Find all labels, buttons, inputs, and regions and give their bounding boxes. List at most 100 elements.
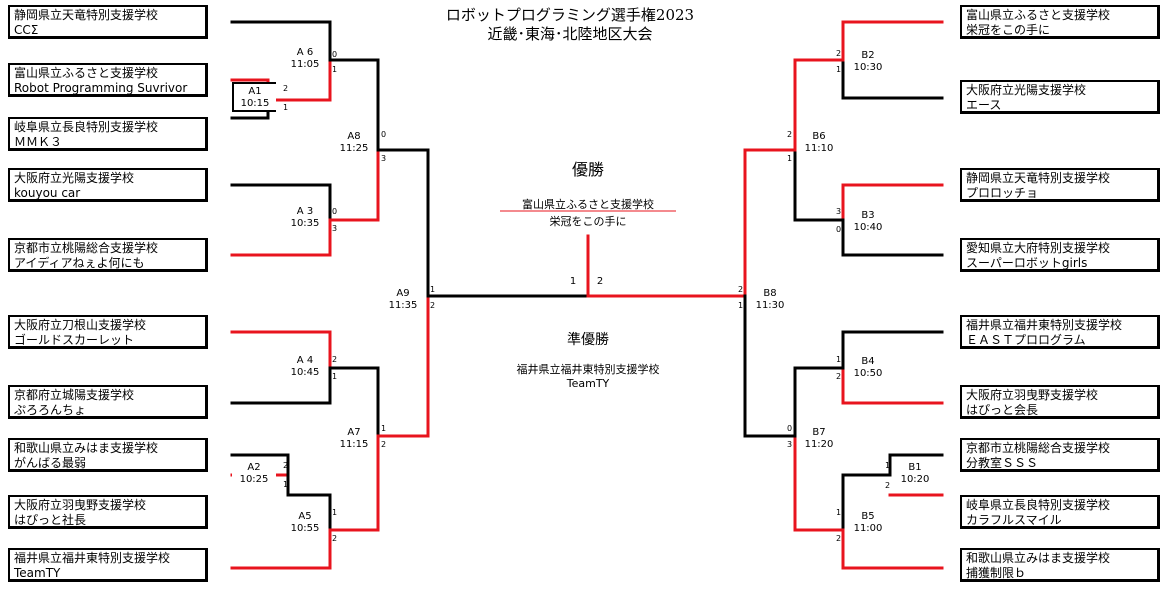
match-name: B6 bbox=[812, 131, 826, 142]
score-a6-1: 0 bbox=[332, 50, 338, 59]
score-a4-1: 2 bbox=[332, 355, 338, 364]
match-time: 11:05 bbox=[290, 59, 320, 70]
match-time: 11:25 bbox=[339, 143, 369, 154]
team-name: ＭＭＫ３ bbox=[14, 135, 63, 149]
team-box: 大阪府立光陽支援学校エース bbox=[960, 80, 1160, 114]
score-a7-2: 2 bbox=[381, 440, 387, 449]
team-name: プロロッチョ bbox=[966, 186, 1039, 200]
title-line2: 近畿･東海･北陸地区大会 bbox=[487, 25, 653, 43]
school-name: 大阪府立光陽支援学校 bbox=[966, 83, 1087, 97]
school-name: 岐阜県立長良特別支援学校 bbox=[966, 498, 1111, 512]
match-time: 11:30 bbox=[755, 300, 785, 311]
score-a1-1: 2 bbox=[283, 84, 289, 93]
winner-school: 富山県立ふるさと支援学校 bbox=[522, 198, 654, 211]
school-name: 大阪府立刀根山支援学校 bbox=[14, 318, 147, 332]
school-name: 和歌山県立みはま支援学校 bbox=[14, 441, 159, 455]
match-time: 10:35 bbox=[290, 218, 320, 229]
school-name: 富山県立ふるさと支援学校 bbox=[966, 8, 1111, 22]
team-box: 大阪府立羽曳野支援学校はぴっと社長 bbox=[8, 495, 208, 529]
school-name: 静岡県立天竜特別支援学校 bbox=[966, 171, 1111, 185]
score-b6-2: 1 bbox=[787, 154, 793, 163]
match-name: A2 bbox=[247, 462, 261, 473]
match-name: A7 bbox=[347, 427, 361, 438]
bracket-line-a3-top bbox=[230, 183, 332, 222]
school-name: 富山県立ふるさと支援学校 bbox=[14, 66, 159, 80]
score-a2-2: 1 bbox=[283, 480, 289, 489]
school-name: 京都市立桃陽総合支援学校 bbox=[14, 241, 159, 255]
score-a3-1: 0 bbox=[332, 207, 338, 216]
page-title: ロボットプログラミング選手権2023 近畿･東海･北陸地区大会 bbox=[380, 6, 760, 44]
score-b3-1: 3 bbox=[836, 207, 842, 216]
score-a5-1: 1 bbox=[332, 508, 338, 517]
bracket-line-a3-bottom bbox=[230, 218, 332, 257]
school-name: 京都府立城陽支援学校 bbox=[14, 388, 135, 402]
school-name: 大阪府立羽曳野支援学校 bbox=[14, 498, 147, 512]
bracket-line-a8-top bbox=[328, 58, 380, 152]
match-time: 10:30 bbox=[853, 62, 883, 73]
score-a2-1: 2 bbox=[283, 461, 289, 470]
bracket-line-b3-bottom bbox=[841, 218, 944, 257]
match-name: A1 bbox=[248, 86, 262, 97]
team-box: 大阪府立羽曳野支援学校はぴっと会長 bbox=[960, 385, 1160, 419]
score-b2-2: 1 bbox=[836, 65, 842, 74]
final-score-right: 2 bbox=[596, 276, 604, 287]
runner-up-team: TeamTY bbox=[566, 377, 610, 390]
team-name: ＥＡＳＴプロログラム bbox=[966, 333, 1086, 347]
team-box: 和歌山県立みはま支援学校がんばる最弱 bbox=[8, 438, 208, 472]
team-name: カラフルスマイル bbox=[966, 513, 1062, 527]
bracket-line-b7-bottom bbox=[793, 434, 845, 532]
team-name: ぷろろんちょ bbox=[14, 403, 87, 417]
school-name: 静岡県立天竜特別支援学校 bbox=[14, 8, 159, 22]
runner-up-school: 福井県立福井東特別支援学校 bbox=[516, 363, 660, 376]
bracket-line-b4-top bbox=[841, 330, 944, 370]
team-name: エース bbox=[966, 98, 1002, 112]
school-name: 京都市立桃陽総合支援学校 bbox=[966, 441, 1111, 455]
team-name: Robot Programming Suvrivor bbox=[14, 81, 188, 95]
match-name: B5 bbox=[861, 511, 875, 522]
team-name: 捕獲制限ｂ bbox=[966, 566, 1027, 580]
school-name: 福井県立福井東特別支援学校 bbox=[14, 551, 171, 565]
team-name: 分教室ＳＳＳ bbox=[966, 456, 1039, 470]
score-b6-1: 2 bbox=[787, 130, 793, 139]
final-score-left: 1 bbox=[569, 276, 577, 287]
school-name: 大阪府立光陽支援学校 bbox=[14, 171, 135, 185]
score-a9-2: 2 bbox=[430, 301, 436, 310]
score-b7-1: 0 bbox=[787, 424, 793, 433]
match-time: 10:15 bbox=[240, 98, 270, 109]
team-name: kouyou car bbox=[14, 186, 81, 200]
score-b5-1: 1 bbox=[836, 508, 842, 517]
match-name: A8 bbox=[347, 131, 361, 142]
match-time: 11:15 bbox=[339, 439, 369, 450]
title-line1: ロボットプログラミング選手権2023 bbox=[445, 6, 695, 24]
match-time: 11:20 bbox=[804, 439, 834, 450]
score-a6-2: 1 bbox=[332, 65, 338, 74]
team-name: ゴールドスカーレット bbox=[14, 333, 135, 347]
score-a8-1: 0 bbox=[381, 130, 387, 139]
school-name: 愛知県立大府特別支援学校 bbox=[966, 241, 1111, 255]
school-name: 岐阜県立長良特別支援学校 bbox=[14, 120, 159, 134]
winner-team: 栄冠をこの手に bbox=[549, 215, 627, 228]
match-name: A5 bbox=[298, 511, 312, 522]
match-name: B2 bbox=[861, 50, 875, 61]
match-a2: A2 10:25 bbox=[232, 460, 276, 490]
bracket-line-a9-top bbox=[376, 148, 430, 298]
team-name: CCΣ bbox=[14, 23, 39, 37]
team-box: 京都市立桃陽総合支援学校分教室ＳＳＳ bbox=[960, 438, 1160, 472]
score-a5-2: 2 bbox=[332, 534, 338, 543]
match-time: 11:00 bbox=[853, 523, 883, 534]
match-time: 11:35 bbox=[388, 300, 418, 311]
score-b8-2: 1 bbox=[738, 301, 744, 310]
match-name: B8 bbox=[763, 288, 777, 299]
